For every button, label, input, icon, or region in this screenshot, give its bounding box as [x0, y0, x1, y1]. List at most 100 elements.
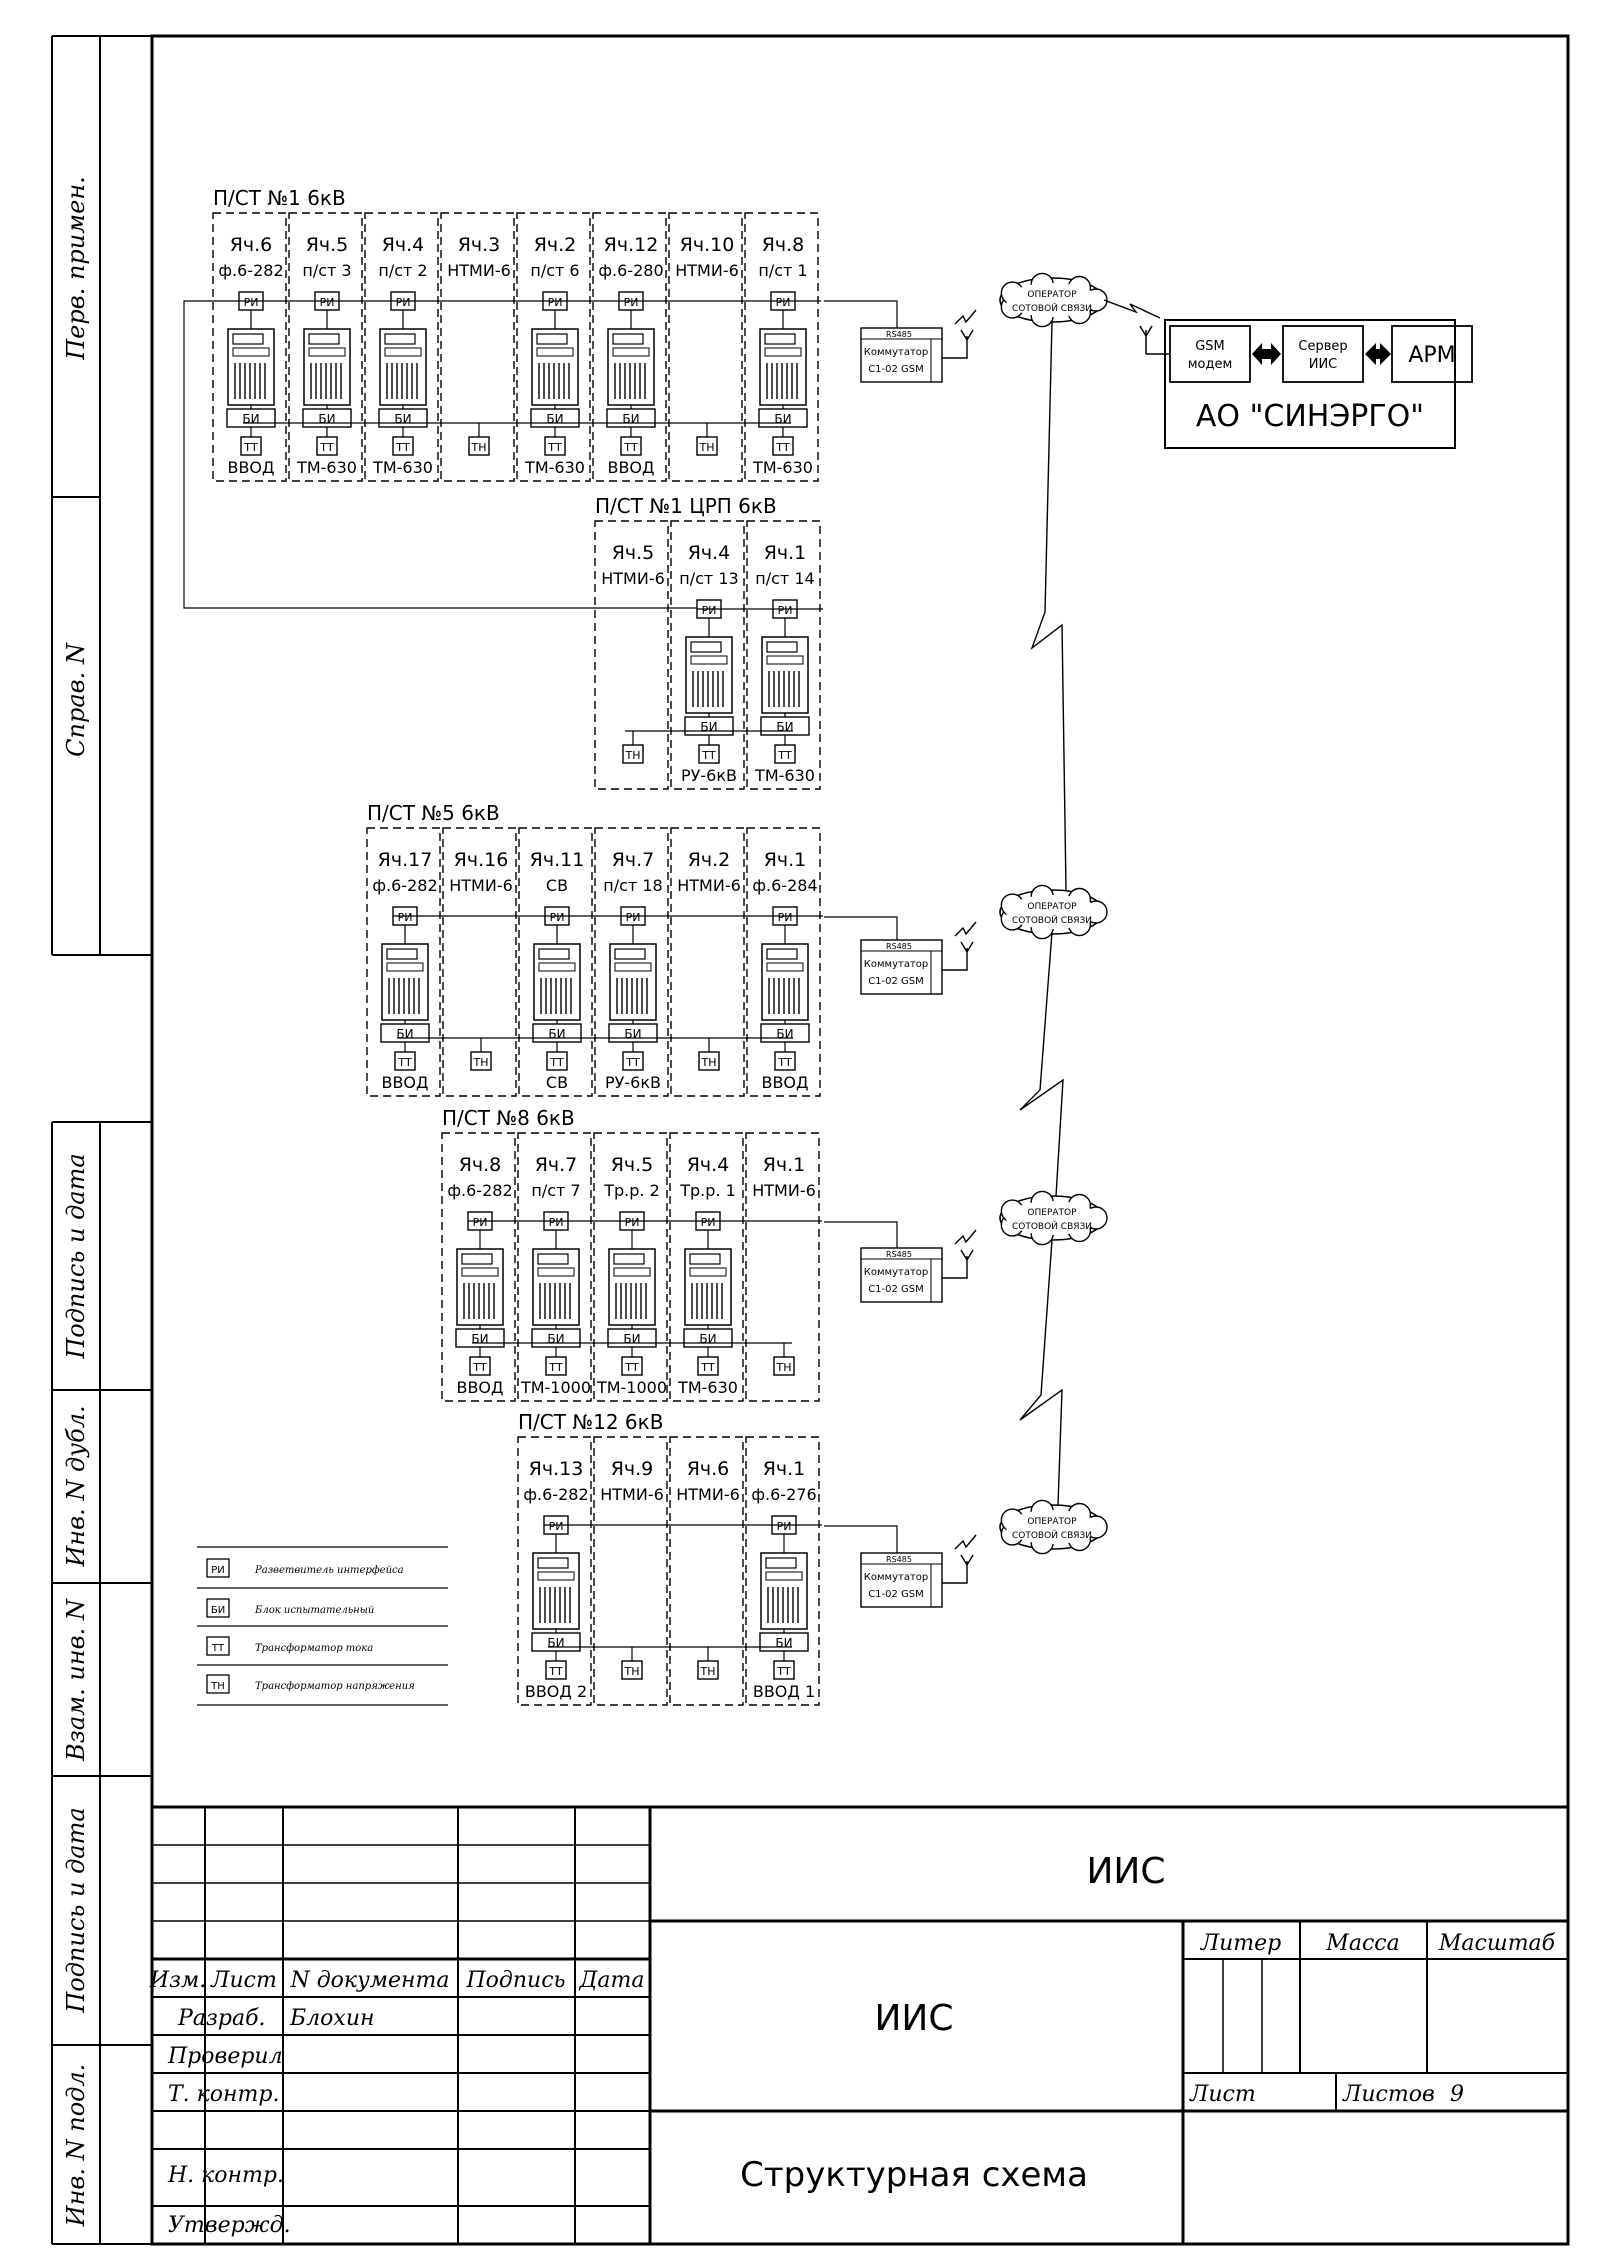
cell-number: Яч.7	[535, 1154, 578, 1176]
transformer-label: ТТ	[777, 1056, 792, 1069]
substations: П/СТ №1 6кВЯч.6ф.6-282РИБИТТВВОДЯч.5п/ст…	[183, 186, 823, 1706]
splitter-label: РИ	[549, 1520, 564, 1533]
cell-boundary	[592, 212, 667, 482]
transformer-box	[774, 1051, 796, 1071]
legend-symbol: ТТ	[211, 1643, 225, 1654]
cell-feeder: ф.6-282	[218, 261, 283, 280]
transformer-label: ТТ	[243, 441, 258, 454]
cell-feeder: НТМИ-6	[752, 1181, 816, 1200]
operator-label-2: СОТОВОЙ СВЯЗИ	[1012, 1220, 1092, 1232]
substation-title: П/СТ №5 6кВ	[367, 801, 500, 825]
cell-boundary	[670, 827, 745, 1097]
cell-load-label: ТМ-630	[524, 458, 585, 477]
cell-boundary	[441, 1132, 516, 1402]
arm-label: АРМ	[1408, 343, 1455, 368]
cell-boundary	[366, 827, 441, 1097]
operator-label: ОПЕРАТОР	[1027, 1208, 1077, 1218]
meter-icon	[761, 943, 809, 1021]
col-liter: Литер	[1200, 1931, 1282, 1956]
cell-number: Яч.2	[688, 849, 731, 871]
gsm-modem-box	[1169, 325, 1251, 383]
transformer-box	[620, 436, 642, 456]
cell-feeder: п/ст 13	[679, 569, 738, 588]
rs485-label: RS485	[886, 1555, 912, 1564]
transformer-label: ТН	[625, 749, 641, 762]
cell-feeder: ф.6-282	[447, 1181, 512, 1200]
test-block-label: БИ	[471, 1332, 488, 1346]
test-block-label: БИ	[547, 1332, 564, 1346]
stamp-sprav-n: Справ. N	[62, 642, 90, 757]
transformer-box	[544, 436, 566, 456]
transformer-box	[545, 1660, 567, 1680]
cell-boundary	[593, 1132, 668, 1402]
test-block-label: БИ	[623, 1332, 640, 1346]
arm-box	[1391, 325, 1473, 383]
test-block-label: БИ	[699, 1332, 716, 1346]
operator-label-2: СОТОВОЙ СВЯЗИ	[1012, 302, 1092, 314]
substation-title: П/СТ №8 6кВ	[442, 1106, 575, 1130]
cell-number: Яч.5	[611, 1154, 654, 1176]
transformer-box	[621, 1356, 643, 1376]
cell-load-label: ТМ-630	[754, 766, 815, 785]
col-n-dokumenta: N документа	[289, 1968, 449, 1993]
commutator-label: Коммутатор	[864, 347, 928, 358]
meter-icon	[608, 1248, 656, 1326]
cell-feeder: НТМИ-6	[677, 876, 741, 895]
cell-feeder: ф.6-282	[523, 1485, 588, 1504]
antenna-icon	[942, 309, 977, 359]
cell-feeder: НТМИ-6	[600, 1485, 664, 1504]
operator-cloud-icon	[999, 1499, 1108, 1555]
transformer-box	[240, 436, 262, 456]
commutator-box	[860, 327, 943, 383]
cell-feeder: ф.6-276	[751, 1485, 816, 1504]
cell-feeder: п/ст 1	[758, 261, 807, 280]
cell-load-label: ТМ-630	[752, 458, 813, 477]
transformer-box	[469, 1356, 491, 1376]
cell-feeder: НТМИ-6	[675, 261, 739, 280]
meter-icon	[761, 636, 809, 714]
cell-boundary	[745, 1132, 820, 1402]
cell-number: Яч.6	[687, 1458, 730, 1480]
legend-text: Блок испытательный	[254, 1605, 374, 1616]
cell-feeder: Тр.р. 1	[679, 1181, 736, 1200]
server-antenna-icon	[1139, 325, 1170, 355]
transformer-label: ТТ	[777, 749, 792, 762]
transformer-label: ТТ	[395, 441, 410, 454]
meter-icon	[760, 1552, 808, 1630]
cell-feeder: Тр.р. 2	[603, 1181, 660, 1200]
transformer-box	[773, 1356, 795, 1376]
cell-boundary	[668, 212, 743, 482]
document-name: ИИС	[875, 1998, 954, 2039]
link-server-arm	[1365, 343, 1391, 365]
gsm-modem-label-2: модем	[1188, 357, 1233, 372]
splitter-label: РИ	[777, 1520, 792, 1533]
meter-icon	[759, 328, 807, 406]
commutator-model: С1-02 GSM	[868, 364, 924, 375]
transformer-box	[774, 744, 796, 764]
col-list: Лист	[210, 1968, 277, 1993]
transformer-box	[546, 1051, 568, 1071]
test-block-label: БИ	[548, 1027, 565, 1041]
org-label: АО "СИНЭРГО"	[1196, 399, 1424, 434]
stamp-podpis-data-2: Подпись и дата	[62, 1807, 90, 2013]
transformer-box	[621, 1660, 643, 1680]
transformer-label: ТТ	[701, 749, 716, 762]
cell-number: Яч.17	[378, 849, 433, 871]
splitter-label: РИ	[625, 1216, 640, 1229]
transformer-label: ТТ	[625, 1056, 640, 1069]
transformer-label: ТТ	[624, 1361, 639, 1374]
transformer-box	[392, 436, 414, 456]
